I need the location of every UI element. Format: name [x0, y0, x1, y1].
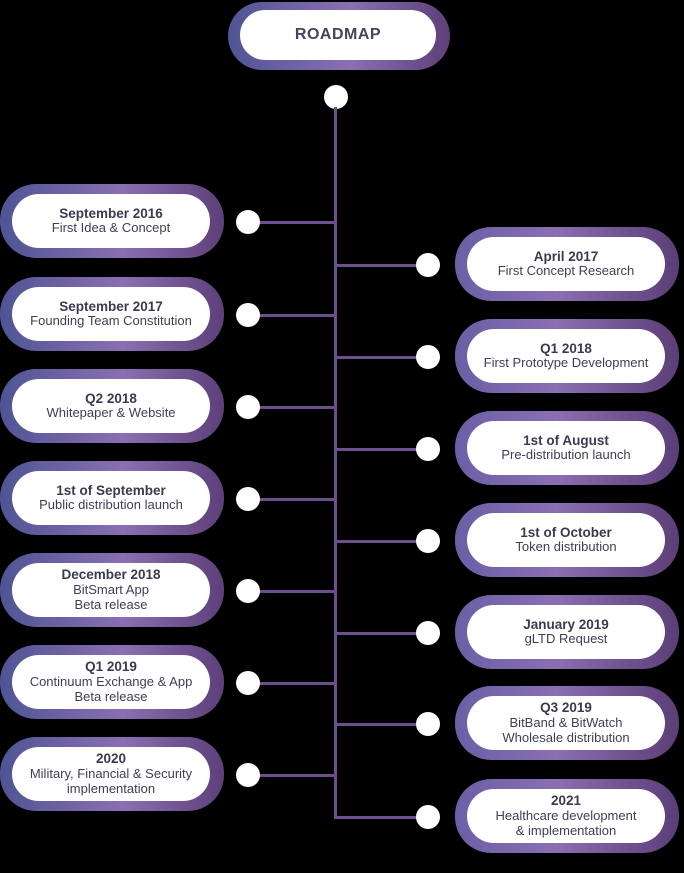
milestone-date: December 2018: [61, 567, 161, 583]
milestone-description: Pre-distribution launch: [501, 447, 631, 463]
milestone-description: & implementation: [515, 822, 617, 838]
milestone-date: January 2019: [523, 616, 609, 632]
milestone-description: Healthcare development: [495, 807, 637, 823]
milestone-description: Beta release: [74, 596, 148, 612]
roadmap-title: ROADMAP: [240, 10, 436, 60]
milestone-description: BitBand & BitWatch: [509, 714, 623, 730]
milestone-date: Q1 2018: [540, 340, 592, 356]
milestone-description: Continuum Exchange & App: [29, 673, 193, 689]
milestone-dot: [416, 437, 440, 461]
timeline-spine: [334, 107, 337, 819]
connector-line: [336, 264, 428, 267]
milestone-dot: [236, 579, 260, 603]
milestone-description: Token distribution: [515, 539, 617, 555]
milestone-date: April 2017: [533, 248, 599, 264]
milestone-date: 1st of October: [520, 524, 612, 540]
milestone-dot: [236, 303, 260, 327]
milestone-dot: [416, 345, 440, 369]
milestone-description: Founding Team Constitution: [30, 313, 192, 329]
milestone-description: Wholesale distribution: [502, 729, 630, 745]
milestone-date: September 2017: [59, 298, 163, 314]
milestone-date: Q2 2018: [85, 390, 137, 406]
milestone-dot: [416, 621, 440, 645]
milestone-date: 2020: [95, 751, 127, 767]
milestone-dot: [416, 529, 440, 553]
milestone-date: 1st of August: [523, 432, 609, 448]
connector-line: [336, 540, 428, 543]
milestone-date: Q3 2019: [540, 700, 592, 716]
milestone-description: BitSmart App: [73, 581, 149, 597]
connector-line: [248, 682, 337, 685]
timeline-start-dot: [324, 85, 348, 109]
milestone-description: First Idea & Concept: [51, 220, 171, 236]
connector-line: [336, 632, 428, 635]
connector-line: [336, 723, 428, 726]
milestone-description: Military, Financial & Security: [29, 765, 193, 781]
roadmap-title-frame: ROADMAP: [228, 2, 450, 70]
milestone-date: 2021: [550, 793, 582, 809]
connector-line: [248, 406, 337, 409]
connector-line: [248, 498, 337, 501]
milestone-dot: [236, 487, 260, 511]
connector-line: [248, 314, 337, 317]
milestone-date: 1st of September: [56, 482, 166, 498]
milestone-date: Q1 2019: [85, 659, 137, 675]
milestone-description: First Concept Research: [497, 263, 635, 279]
milestone-date: September 2016: [59, 205, 163, 221]
milestone-dot: [416, 805, 440, 829]
connector-line: [336, 448, 428, 451]
milestone-dot: [236, 395, 260, 419]
milestone-description: implementation: [66, 780, 156, 796]
milestone-dot: [416, 712, 440, 736]
milestone-description: gLTD Request: [524, 631, 608, 647]
connector-line: [248, 774, 337, 777]
milestone-dot: [236, 671, 260, 695]
connector-line: [336, 816, 428, 819]
milestone-dot: [416, 253, 440, 277]
connector-line: [248, 221, 337, 224]
connector-line: [336, 356, 428, 359]
connector-line: [248, 590, 337, 593]
milestone-description: First Prototype Development: [483, 355, 649, 371]
milestone-dot: [236, 763, 260, 787]
milestone-description: Whitepaper & Website: [46, 405, 176, 421]
milestone-description: Public distribution launch: [39, 497, 183, 513]
milestone-dot: [236, 210, 260, 234]
milestone-description: Beta release: [74, 688, 148, 704]
